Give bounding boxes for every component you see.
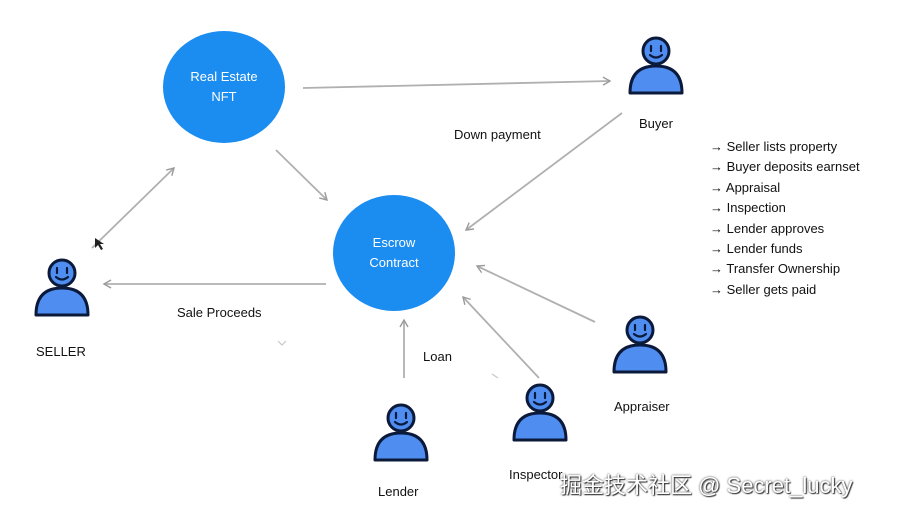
arrow-appraiser-to-escrow <box>475 264 596 323</box>
escrow-label-line2: Contract <box>369 255 419 270</box>
escrow-contract-node: Escrow Contract <box>333 195 455 311</box>
down-payment-label: Down payment <box>454 127 541 142</box>
step-item: → Lender approves <box>710 220 825 236</box>
small-chevron-icon <box>277 340 287 346</box>
nft-label-line1: Real Estate <box>190 69 258 84</box>
lender-person-icon <box>373 403 429 462</box>
step-item: → Seller gets paid <box>710 281 817 297</box>
arrow-seller-to-nft <box>91 167 176 249</box>
buyer-person-icon <box>628 36 684 95</box>
inspector-label: Inspector <box>509 467 563 482</box>
step-item: → Lender funds <box>710 241 803 257</box>
step-item: → Appraisal <box>710 179 781 195</box>
arrow-inspector-to-escrow <box>462 295 540 379</box>
step-item: → Inspection <box>710 200 786 216</box>
escrow-label-line1: Escrow <box>372 235 416 250</box>
appraiser-person-icon <box>612 315 668 374</box>
seller-person-icon <box>34 258 90 317</box>
lender-label: Lender <box>378 484 419 499</box>
buyer-label: Buyer <box>639 116 673 131</box>
process-steps-list: → Seller lists property → Buyer deposits… <box>710 137 860 300</box>
seller-label: SELLER <box>36 344 86 359</box>
loan-label: Loan <box>423 349 452 364</box>
arrow-nft-to-escrow <box>275 149 329 201</box>
real-estate-nft-node: Real Estate NFT <box>163 31 285 143</box>
nft-label-line2: NFT <box>211 89 237 104</box>
arrow-nft-to-buyer <box>302 76 612 89</box>
watermark: 掘金技术社区 @ Secret_lucky <box>560 473 853 498</box>
step-item: → Buyer deposits earnset <box>710 159 860 175</box>
step-item: → Transfer Ownership <box>710 261 841 277</box>
sale-proceeds-label: Sale Proceeds <box>177 305 262 320</box>
appraiser-label: Appraiser <box>614 399 670 414</box>
step-item: → Seller lists property <box>710 139 838 154</box>
arrow-buyer-to-escrow <box>464 112 623 231</box>
cursor-icon <box>95 238 104 250</box>
small-mark-icon <box>491 373 499 379</box>
inspector-person-icon <box>512 383 568 442</box>
